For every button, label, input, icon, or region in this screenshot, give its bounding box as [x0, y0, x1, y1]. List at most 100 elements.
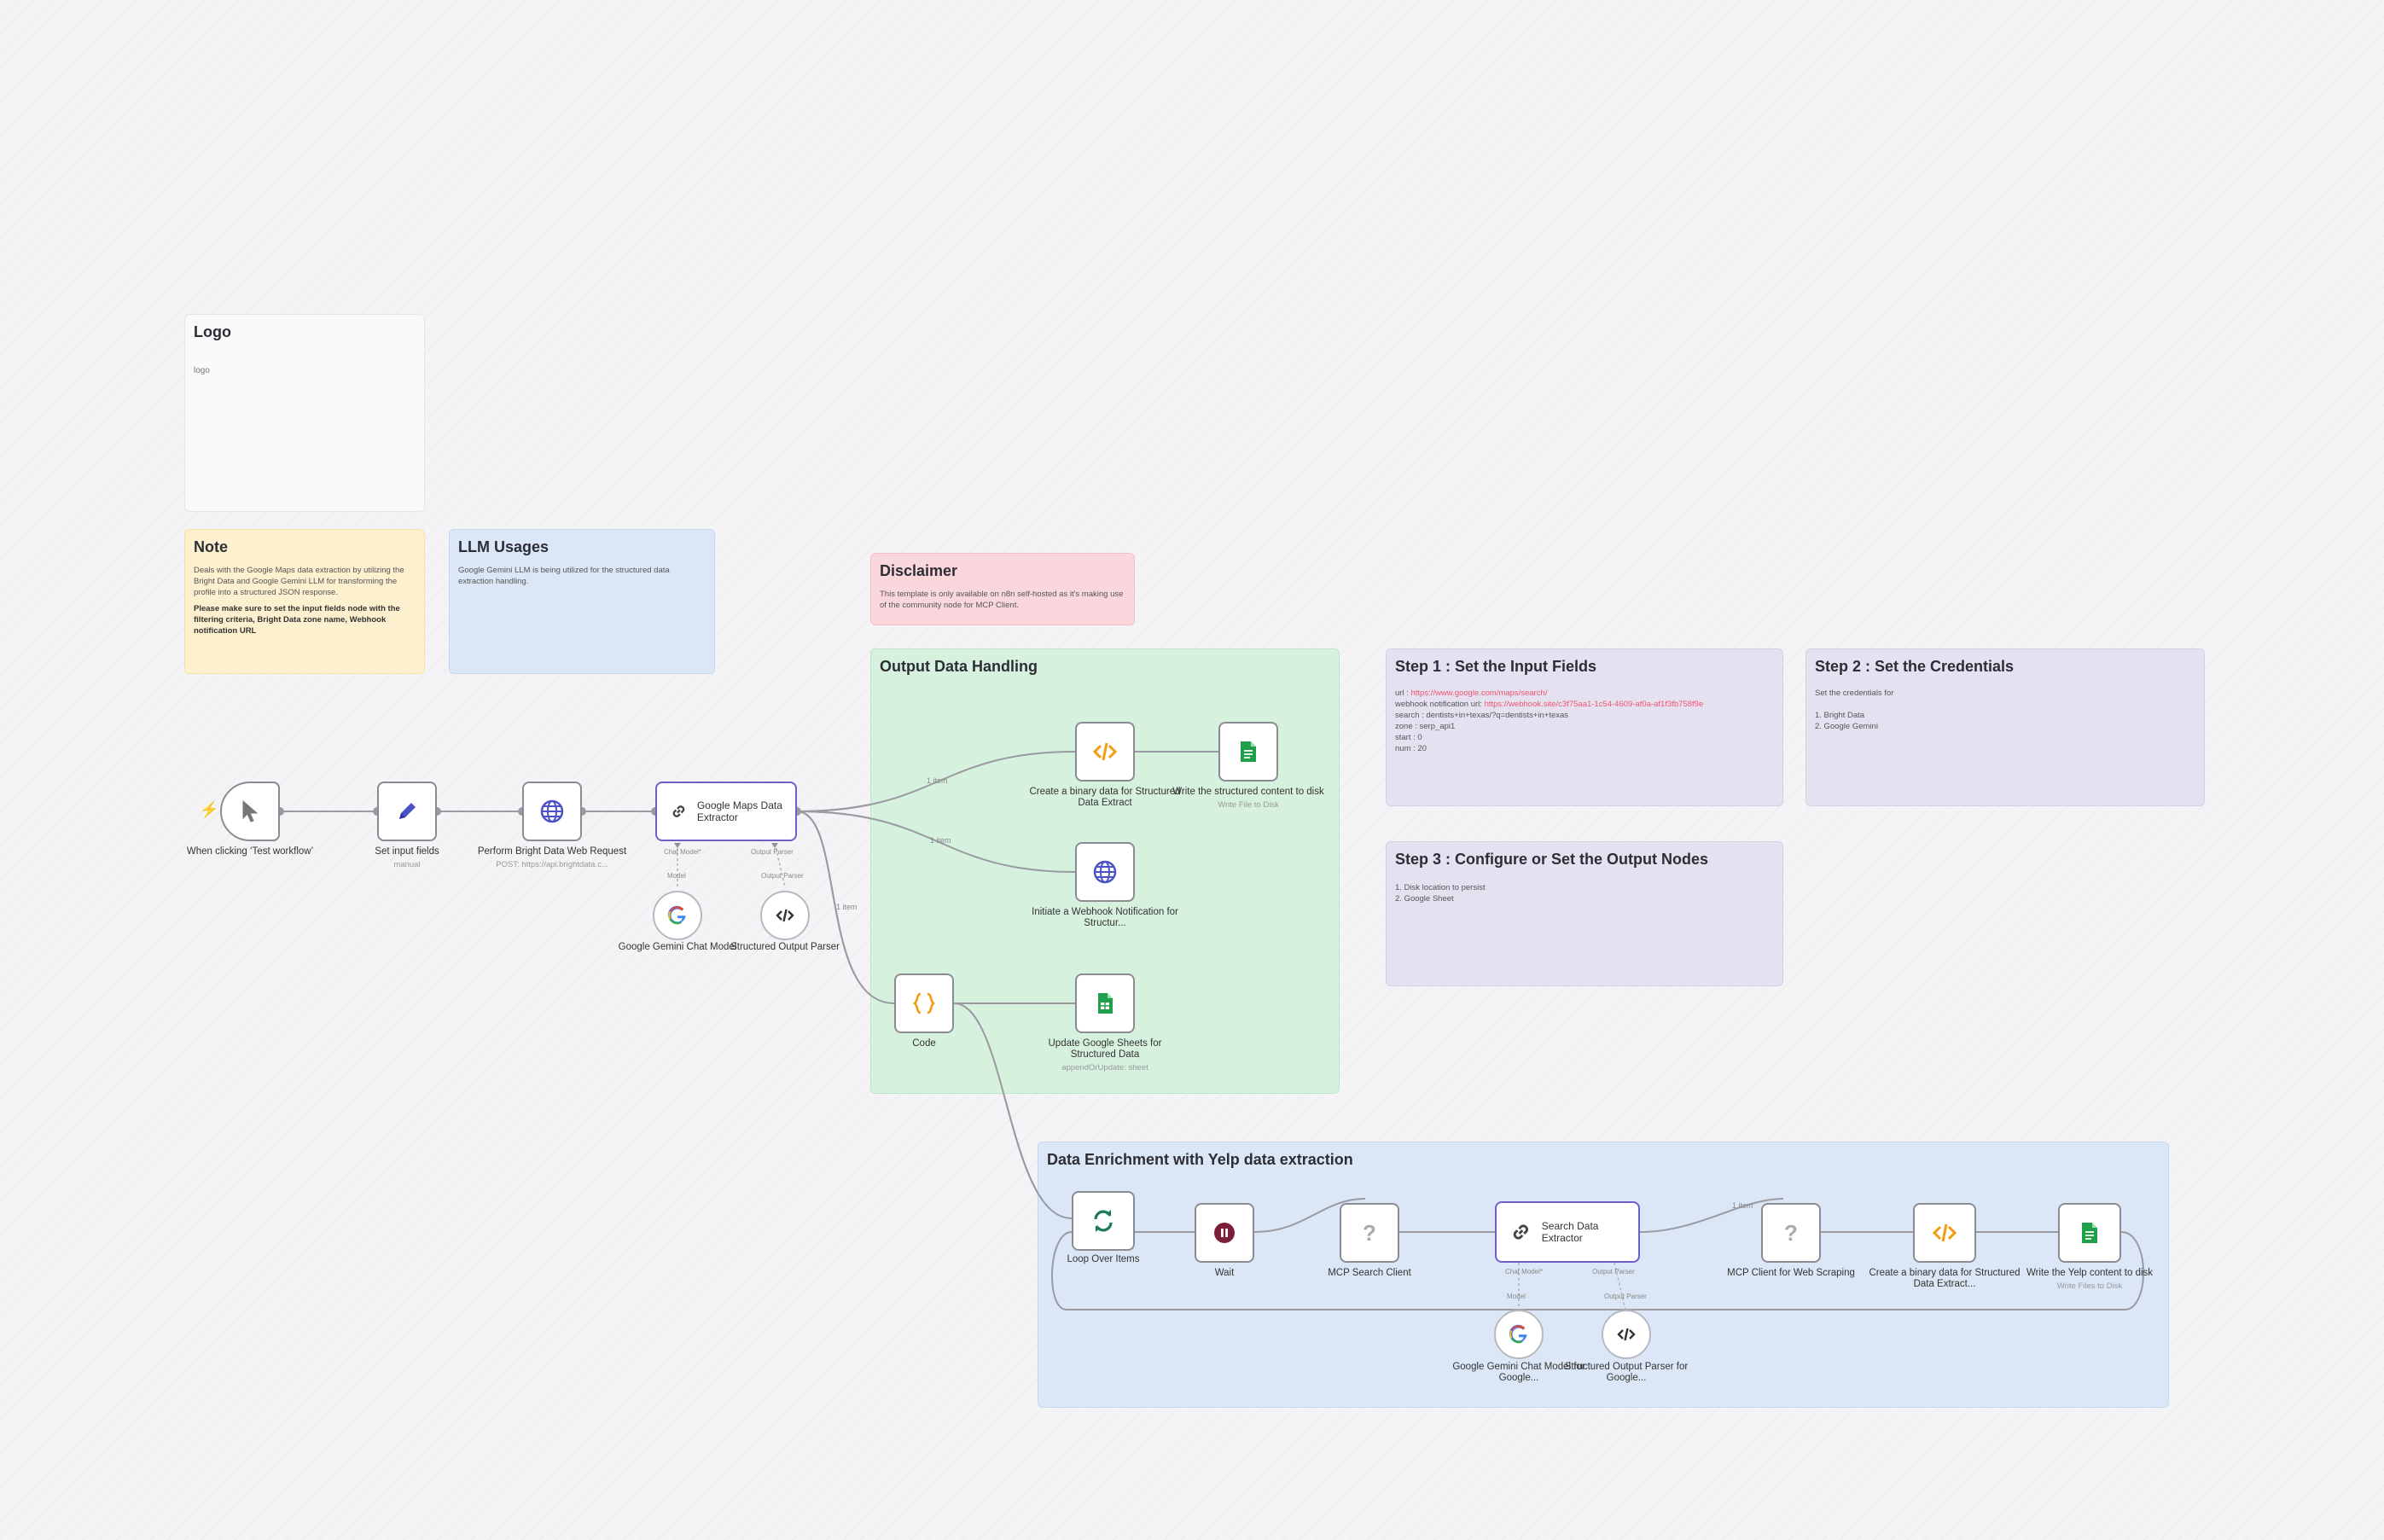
sticky-note-disclaimer[interactable]: Disclaimer This template is only availab…	[870, 553, 1135, 625]
input-line: num : 20	[1395, 744, 1427, 753]
input-line: start : 0	[1395, 733, 1422, 742]
node-google-gemini-chat-model-2[interactable]	[1494, 1310, 1544, 1359]
node-code[interactable]	[894, 973, 954, 1033]
code-icon	[776, 909, 794, 922]
credentials-intro: Set the credentials for	[1815, 689, 1894, 698]
node-label-text: Write the Yelp content to disk	[2026, 1268, 2154, 1278]
sticky-note-logo[interactable]: Logo logo	[184, 314, 425, 512]
node-label: Search Data Extractor	[1541, 1220, 1599, 1244]
port-label: Model	[1507, 1293, 1526, 1300]
node-label-text: Update Google Sheets for Structured Data	[1048, 1038, 1162, 1060]
node-update-google-sheets[interactable]	[1075, 973, 1135, 1033]
sticky-note-step3[interactable]: Step 3 : Configure or Set the Output Nod…	[1386, 841, 1783, 986]
link-icon	[672, 805, 685, 817]
question-mark-icon: ?	[1784, 1219, 1798, 1246]
google-sheets-icon	[1098, 993, 1113, 1014]
globe-icon	[1093, 860, 1117, 884]
globe-icon	[540, 799, 564, 823]
node-label: Initiate a Webhook Notification for Stru…	[1032, 907, 1178, 928]
node-label: MCP Client for Web Scraping	[1727, 1268, 1855, 1278]
node-label: Google Maps Data Extractor	[696, 799, 782, 823]
sticky-note-llm-usages[interactable]: LLM Usages Google Gemini LLM is being ut…	[449, 529, 715, 674]
node-label: Google Gemini Chat Model	[618, 942, 737, 952]
sticky-title: Step 2 : Set the Credentials	[1815, 658, 2015, 675]
node-set-input-fields[interactable]	[377, 782, 437, 841]
braces-icon	[912, 992, 936, 1014]
node-structured-output-parser-2[interactable]	[1602, 1310, 1651, 1359]
input-line-value: https://webhook.site/c3f75aa1-1c54-4609-…	[1484, 700, 1704, 709]
node-create-binary-data-2[interactable]	[1913, 1203, 1976, 1263]
code-icon	[1617, 1328, 1636, 1341]
port-label: Output Parser	[751, 848, 794, 856]
link-icon	[1513, 1224, 1528, 1240]
pencil-icon	[399, 803, 416, 819]
node-google-gemini-chat-model[interactable]	[653, 891, 702, 940]
edge-label: 1 item	[1732, 1201, 1753, 1210]
sticky-note-data-enrichment[interactable]: Data Enrichment with Yelp data extractio…	[1038, 1142, 2169, 1408]
node-sublabel: manual	[393, 860, 421, 869]
output-item: 2. Google Sheet	[1395, 894, 1454, 904]
pause-icon	[1214, 1223, 1235, 1243]
sticky-title: Step 1 : Set the Input Fields	[1395, 658, 1597, 675]
cursor-icon	[242, 799, 259, 822]
question-mark-icon: ?	[1363, 1219, 1376, 1246]
sticky-title: Step 3 : Configure or Set the Output Nod…	[1395, 851, 1709, 868]
input-line-key: webhook notification url:	[1395, 700, 1485, 709]
file-write-icon	[1241, 741, 1256, 762]
node-label: Loop Over Items	[1067, 1254, 1140, 1264]
loop-icon	[1094, 1210, 1113, 1232]
node-label: Wait	[1214, 1268, 1235, 1278]
port-label: Chat Model*	[664, 848, 702, 856]
sticky-title: Output Data Handling	[880, 658, 1038, 675]
node-mcp-search-client[interactable]: ?	[1340, 1203, 1399, 1263]
credential-item: 2. Google Gemini	[1815, 722, 1878, 731]
node-initiate-webhook[interactable]	[1075, 842, 1135, 902]
node-manual-trigger[interactable]	[220, 782, 280, 841]
trigger-bolt-icon: ⚡	[200, 801, 219, 818]
node-mcp-client-web-scraping[interactable]: ?	[1761, 1203, 1821, 1263]
node-label: Update Google Sheets for Structured Data…	[1028, 1038, 1182, 1073]
node-sublabel: Write File to Disk	[1218, 800, 1279, 810]
node-loop-over-items[interactable]	[1072, 1191, 1135, 1251]
input-line: search : dentists+in+texas/?q=dentists+i…	[1395, 711, 1569, 720]
node-label-text: Write the structured content to disk	[1172, 787, 1324, 797]
sticky-note-step1[interactable]: Step 1 : Set the Input Fields url : http…	[1386, 648, 1783, 806]
node-google-maps-data-extractor[interactable]: Google Maps Data Extractor	[655, 782, 797, 841]
file-write-icon	[2082, 1223, 2097, 1243]
port-label: Output Parser	[761, 872, 804, 880]
sticky-body-bold: Please make sure to set the input fields…	[194, 604, 400, 636]
node-label: Create a binary data for Structured Data…	[1029, 787, 1181, 808]
credential-item: 1. Bright Data	[1815, 711, 1865, 720]
google-icon	[1509, 1324, 1527, 1344]
sticky-title: Data Enrichment with Yelp data extractio…	[1047, 1151, 1353, 1168]
sticky-body: Deals with the Google Maps data extracti…	[194, 566, 404, 597]
edge-label: 1 item	[836, 903, 858, 911]
edge-label: 1 item	[927, 776, 948, 785]
port-label: Output Parser	[1592, 1268, 1635, 1276]
node-wait[interactable]	[1195, 1203, 1254, 1263]
input-line-key: url :	[1395, 689, 1411, 698]
code-icon	[1092, 742, 1118, 761]
node-create-binary-data[interactable]	[1075, 722, 1135, 782]
sticky-title: LLM Usages	[458, 538, 549, 555]
node-structured-output-parser[interactable]	[760, 891, 810, 940]
node-label: Structured Output Parser	[730, 942, 840, 952]
node-label-text: Perform Bright Data Web Request	[477, 846, 627, 857]
node-sublabel: appendOrUpdate: sheet	[1061, 1063, 1148, 1072]
logo-image: logo	[194, 366, 210, 375]
node-label: Create a binary data for Structured Data…	[1869, 1268, 2021, 1289]
node-label: When clicking ‘Test workflow’	[186, 846, 314, 857]
node-write-yelp-to-disk[interactable]	[2058, 1203, 2121, 1263]
node-write-structured-to-disk[interactable]	[1218, 722, 1278, 782]
input-line-value: https://www.google.com/maps/search/	[1410, 689, 1548, 698]
node-search-data-extractor[interactable]: Search Data Extractor	[1495, 1201, 1640, 1263]
node-bright-data-request[interactable]	[522, 782, 582, 841]
sticky-note-note[interactable]: Note Deals with the Google Maps data ext…	[184, 529, 425, 674]
sticky-body: Google Gemini LLM is being utilized for …	[458, 566, 670, 586]
sticky-title: Disclaimer	[880, 562, 958, 579]
sticky-note-step2[interactable]: Step 2 : Set the Credentials Set the cre…	[1805, 648, 2205, 806]
